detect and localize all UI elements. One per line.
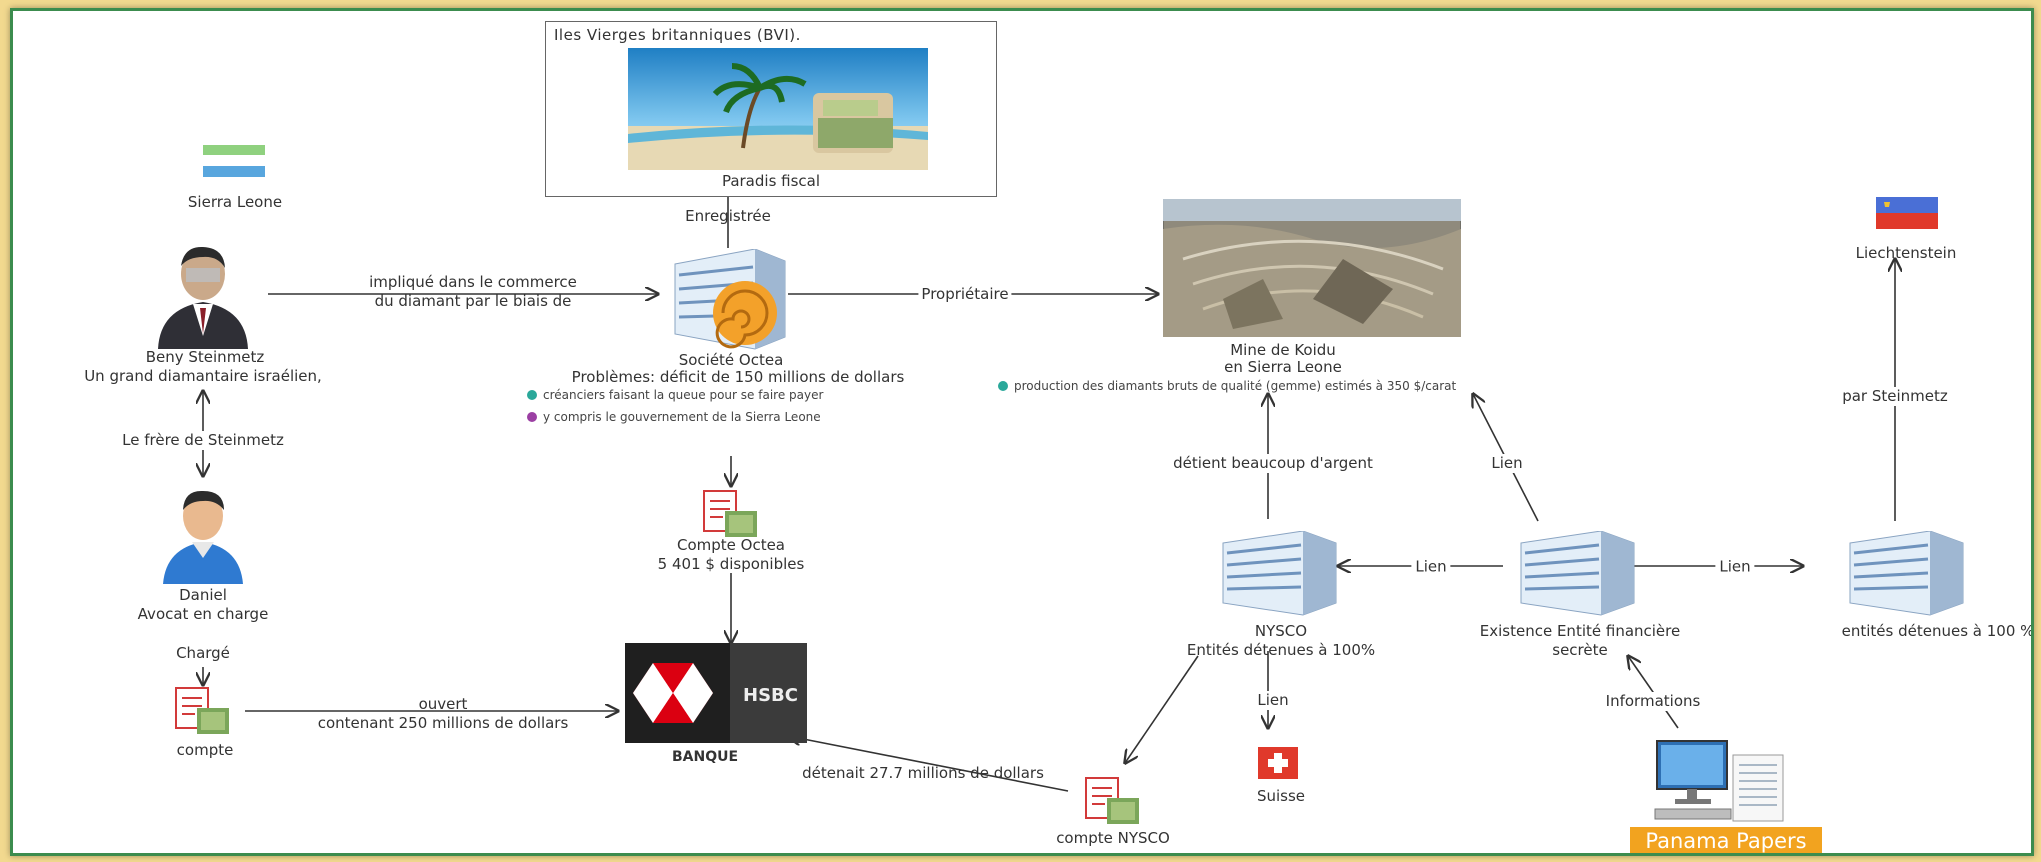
panama-papers-badge[interactable]: Panama Papers bbox=[1630, 827, 1822, 853]
businessman-icon[interactable] bbox=[148, 244, 258, 349]
edge-label-frere: Le frère de Steinmetz bbox=[119, 431, 287, 450]
account-document-icon[interactable] bbox=[701, 489, 761, 541]
edge-label-charge: Chargé bbox=[176, 644, 230, 662]
edge-label-ouvert-2: contenant 250 millions de dollars bbox=[317, 714, 569, 732]
bvi-box[interactable]: Iles Vierges britanniques (BVI). Paradis… bbox=[545, 21, 997, 197]
octea-building-icon[interactable] bbox=[665, 249, 800, 354]
lawyer-icon[interactable] bbox=[158, 486, 248, 584]
edge-label-lien-suisse: Lien bbox=[1254, 691, 1292, 710]
account-document-icon[interactable] bbox=[1083, 776, 1143, 828]
secret-name: Existence Entité financière bbox=[1479, 622, 1681, 640]
daniel-desc: Avocat en charge bbox=[137, 605, 269, 623]
compte-octea-name: Compte Octea bbox=[676, 536, 786, 554]
nysco-name: NYSCO bbox=[1254, 622, 1308, 640]
edge-label-par-steinmetz: par Steinmetz bbox=[1839, 387, 1951, 406]
octea-bullet-1: créanciers faisant la queue pour se fair… bbox=[527, 388, 823, 402]
octea-name: Société Octea bbox=[678, 351, 784, 369]
mine-name: Mine de Koidu bbox=[1230, 341, 1336, 359]
bullet-dot bbox=[527, 390, 537, 400]
compte-octea-desc: 5 401 $ disponibles bbox=[657, 555, 805, 573]
compte-nysco-label: compte NYSCO bbox=[1056, 829, 1170, 847]
sierra-leone-label: Sierra Leone bbox=[187, 193, 283, 211]
bvi-title: Iles Vierges britanniques (BVI). bbox=[554, 26, 801, 44]
edge-label-ouvert-1: ouvert bbox=[418, 695, 468, 713]
entites-label: entités détenues à 100 % bbox=[1841, 622, 2034, 640]
octea-problem: Problèmes: déficit de 150 millions de do… bbox=[571, 368, 905, 386]
suisse-label: Suisse bbox=[1256, 787, 1306, 805]
edge-nysco-compte bbox=[1125, 655, 1199, 763]
bullet-dot bbox=[527, 412, 537, 422]
hsbc-logo-text: HSBC bbox=[743, 685, 798, 706]
liechtenstein-flag-icon bbox=[1876, 197, 1938, 229]
edge-label-detenait: détenait 27.7 millions de dollars bbox=[802, 764, 1044, 782]
daniel-name: Daniel bbox=[179, 586, 227, 604]
edge-label-implique-2: du diamant par le biais de bbox=[374, 292, 572, 310]
bvi-label: Paradis fiscal bbox=[721, 172, 821, 190]
hsbc-bank-image[interactable]: HSBC bbox=[625, 643, 807, 743]
edge-label-lien-mine: Lien bbox=[1488, 454, 1526, 473]
connector-layer bbox=[13, 11, 2031, 792]
mine-location: en Sierra Leone bbox=[1224, 358, 1342, 376]
edge-label-detient: détient beaucoup d'argent bbox=[1170, 454, 1376, 473]
edge-label-implique-1: impliqué dans le commerce bbox=[369, 273, 577, 291]
edge-label-informations: Informations bbox=[1602, 692, 1704, 711]
nysco-desc: Entités détenues à 100% bbox=[1186, 641, 1376, 659]
entites-building-icon[interactable] bbox=[1845, 531, 1970, 616]
beny-name: Beny Steinmetz bbox=[145, 348, 265, 366]
computer-icon[interactable] bbox=[1653, 729, 1793, 825]
mine-photo[interactable] bbox=[1163, 199, 1461, 337]
secret-entity-building-icon[interactable] bbox=[1516, 531, 1641, 616]
edge-label-lien-entites: Lien bbox=[1715, 557, 1755, 577]
mine-bullet: production des diamants bruts de qualité… bbox=[998, 379, 1456, 393]
sierra-leone-flag-icon bbox=[203, 145, 265, 177]
nysco-building-icon[interactable] bbox=[1218, 531, 1343, 616]
diagram-canvas: Iles Vierges britanniques (BVI). Paradis… bbox=[10, 8, 2034, 856]
liechtenstein-label: Liechtenstein bbox=[1855, 244, 1957, 262]
banque-label: BANQUE bbox=[671, 749, 739, 765]
edge-label-lien-nysco: Lien bbox=[1411, 557, 1451, 577]
bullet-dot bbox=[998, 381, 1008, 391]
octea-bullet-2: y compris le gouvernement de la Sierra L… bbox=[527, 410, 821, 424]
secret-desc: secrète bbox=[1552, 641, 1608, 659]
compte-label: compte bbox=[176, 741, 234, 759]
beny-desc: Un grand diamantaire israélien, bbox=[84, 367, 322, 385]
swiss-flag-icon bbox=[1258, 747, 1298, 779]
edge-label-enregistree: Enregistrée bbox=[685, 207, 771, 225]
account-document-icon[interactable] bbox=[173, 686, 233, 738]
tropical-beach-image bbox=[628, 48, 928, 170]
edge-detenait bbox=[788, 736, 1069, 792]
edge-label-proprietaire: Propriétaire bbox=[918, 285, 1012, 304]
